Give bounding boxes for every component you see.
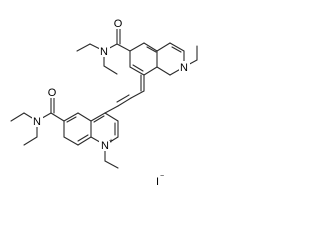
bond-lines: [10, 27, 198, 169]
atom-nitrogen-ring-top: N: [180, 62, 188, 74]
atom-nitrogen-amide-top: N: [100, 46, 108, 58]
atom-oxygen-top: O: [114, 18, 123, 30]
atom-nitrogen-amide-bottom: N: [33, 116, 41, 128]
chemical-structure: O N N O N N + I −: [10, 17, 198, 188]
atom-nitrogen-ring-bottom: N: [101, 140, 109, 152]
atom-labels: O N N O N N + I −: [32, 17, 190, 188]
positive-charge: +: [109, 138, 113, 145]
iodide-counterion: I: [156, 176, 159, 188]
negative-charge: −: [160, 173, 164, 180]
atom-oxygen-bottom: O: [48, 87, 57, 99]
